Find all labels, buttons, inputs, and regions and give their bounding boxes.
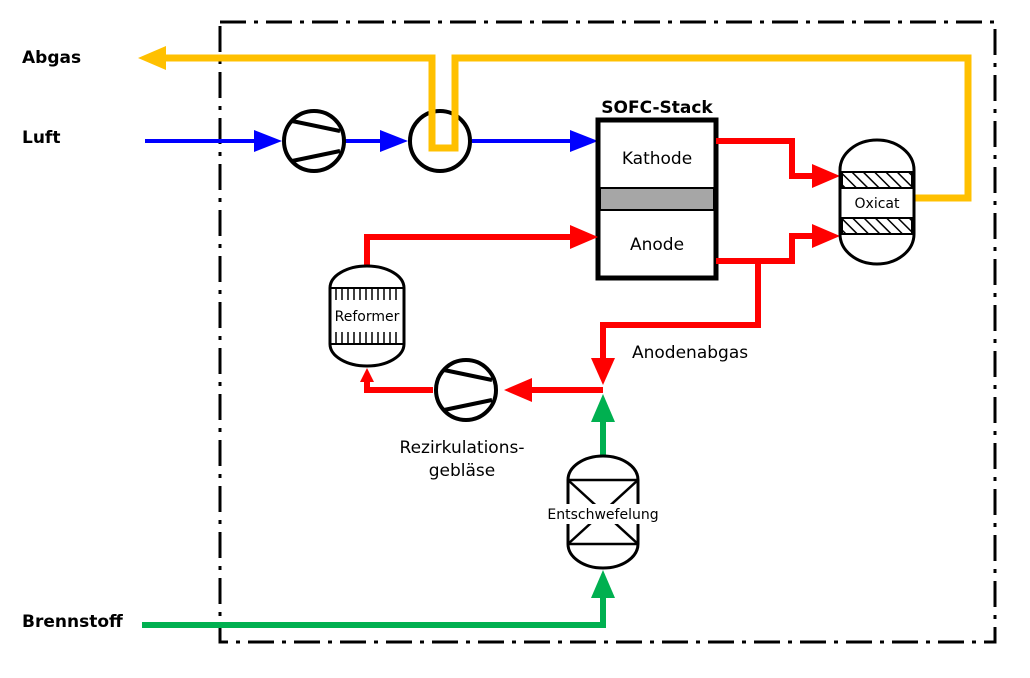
exhaust-label: Abgas <box>22 48 81 68</box>
reformer-label: Reformer <box>335 309 400 325</box>
sofc-stack <box>595 117 719 281</box>
reformer-icon <box>328 264 406 368</box>
stack-title: SOFC-Stack <box>601 98 713 118</box>
desulfurization-label: Entschwefelung <box>547 507 658 523</box>
stack-electrolyte-layer <box>599 187 715 211</box>
anode-offgas-label: Anodenabgas <box>632 343 748 363</box>
air-arrow-3 <box>570 130 598 152</box>
recirc-to-blower-arrow <box>504 378 532 402</box>
heat-exchanger-icon <box>408 109 472 173</box>
heat-exchanger-yellow-loop <box>428 108 459 152</box>
air-arrow-2 <box>380 130 408 152</box>
desulf-to-junction-arrow <box>591 394 615 422</box>
fuel-label: Brennstoff <box>22 612 123 632</box>
system-boundary <box>218 20 997 644</box>
recirculation-blower-icon <box>434 358 498 422</box>
exhaust-arrow-head <box>138 46 166 70</box>
fuel-line <box>142 418 606 628</box>
cathode-label: Kathode <box>622 149 692 169</box>
exhaust-line <box>165 54 972 202</box>
air-compressor-icon <box>282 109 346 173</box>
anode-offgas-down-arrow <box>591 358 615 385</box>
anode-label: Anode <box>630 235 684 255</box>
anode-to-oxicat-arrow <box>812 224 840 248</box>
hot-gas-lines <box>364 138 815 393</box>
desulfurization-icon <box>544 454 662 570</box>
recirc-blower-label-1: Rezirkulations- <box>400 438 525 458</box>
cathode-to-oxicat-arrow <box>812 164 840 188</box>
fuel-to-desulf-arrow <box>591 570 615 598</box>
air-label: Luft <box>22 128 60 148</box>
reformer-to-anode-arrow <box>570 225 598 249</box>
oxicat-label: Oxicat <box>855 196 900 212</box>
recirc-blower-label-2: gebläse <box>429 461 496 481</box>
air-arrow-1 <box>254 130 282 152</box>
oxicat-icon <box>838 138 916 266</box>
blower-to-reformer-arrow <box>360 368 374 382</box>
